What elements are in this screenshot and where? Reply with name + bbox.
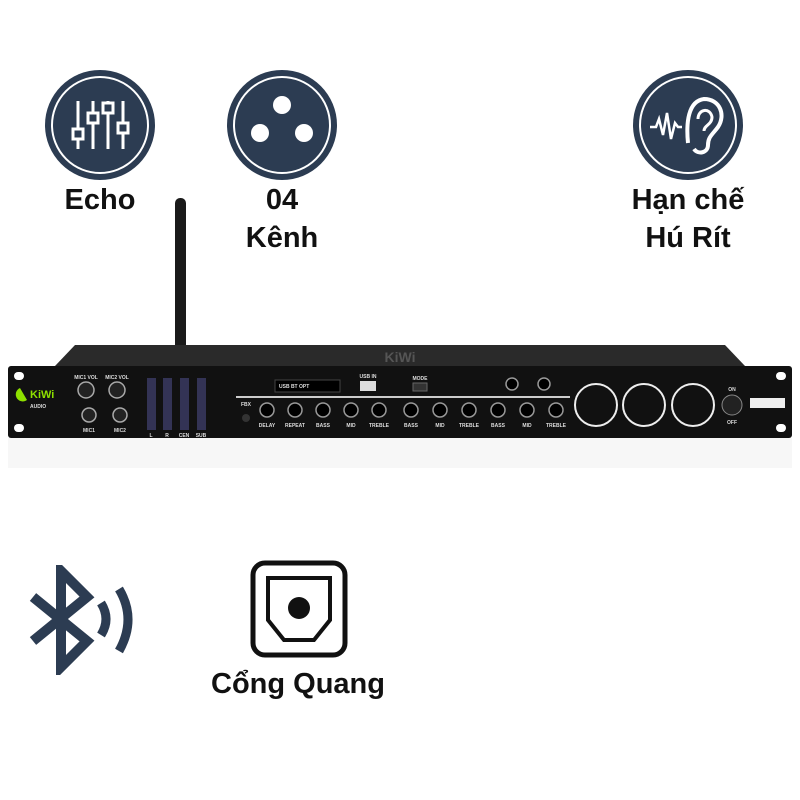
mic1-vol-label: MIC1 VOL [74, 375, 98, 381]
mic2-jack [112, 407, 128, 423]
power-on-label: ON [728, 387, 736, 393]
knob-label: MID [522, 423, 532, 429]
master-knob[interactable] [671, 383, 715, 427]
bluetooth-icon [29, 565, 133, 675]
mode-label: MODE [413, 376, 429, 382]
mic2-volume-knob[interactable] [108, 381, 126, 399]
power-button[interactable] [721, 394, 743, 416]
ear-sound-icon [636, 73, 740, 177]
feature-label-feedback-2: Hú Rít [645, 222, 731, 254]
knob-label: BASS [491, 423, 506, 429]
knob[interactable] [315, 402, 331, 418]
feature-label-optical: Cổng Quang [211, 668, 385, 700]
mic1-label: MIC1 [83, 428, 95, 434]
knob[interactable] [343, 402, 359, 418]
brand-sub: AUDIO [30, 404, 46, 410]
knob[interactable] [505, 377, 519, 391]
mic1-volume-knob[interactable] [77, 381, 95, 399]
knob-label: REPEAT [285, 423, 305, 429]
meter-label-r: R [165, 433, 169, 439]
usb-in-label: USB IN [360, 374, 377, 380]
feature-label-echo: Echo [64, 184, 136, 216]
meter-label-cen: CEN [179, 433, 190, 439]
lid-brand: KiWi [385, 349, 416, 365]
knob[interactable] [432, 402, 448, 418]
master-knob[interactable] [622, 383, 666, 427]
feature-label-channels-2: Kênh [245, 222, 319, 254]
mic1-jack [81, 407, 97, 423]
karaoke-processor-device: KiWi KiWi AUDIO MIC1 VOL MIC2 VOL MIC1 M… [8, 198, 792, 468]
fbx-button[interactable] [242, 414, 250, 422]
feature-label-channels: 04 [265, 184, 299, 216]
power-off-label: OFF [727, 420, 737, 426]
knob-label: DELAY [259, 423, 276, 429]
mic2-label: MIC2 [114, 428, 126, 434]
knob[interactable] [259, 402, 275, 418]
mic2-vol-label: MIC2 VOL [105, 375, 129, 381]
knob[interactable] [371, 402, 387, 418]
fbx-label: FBX [241, 402, 252, 408]
meter-label-l: L [149, 433, 152, 439]
knob[interactable] [519, 402, 535, 418]
usb-port [360, 381, 376, 391]
master-knob[interactable] [574, 383, 618, 427]
knob-label: BASS [316, 423, 331, 429]
xlr-connector-icon [230, 73, 334, 177]
knob-label: MID [435, 423, 445, 429]
knob[interactable] [403, 402, 419, 418]
knob-label: MID [346, 423, 356, 429]
knob[interactable] [537, 377, 551, 391]
mode-button[interactable] [412, 382, 428, 392]
knob-label: TREBLE [546, 423, 567, 429]
optical-port-icon [250, 560, 348, 658]
meter-label-sub: SUB [196, 433, 207, 439]
knob-label: BASS [404, 423, 419, 429]
antenna [175, 198, 186, 350]
brand-logo: KiWi [30, 389, 54, 401]
knob[interactable] [490, 402, 506, 418]
source-display: USB BT OPT [279, 384, 309, 390]
equalizer-icon [48, 73, 152, 177]
knob[interactable] [287, 402, 303, 418]
knob[interactable] [548, 402, 564, 418]
knob-label: TREBLE [459, 423, 480, 429]
knob-label: TREBLE [369, 423, 390, 429]
knob[interactable] [461, 402, 477, 418]
feature-label-feedback: Hạn chế [631, 184, 745, 216]
